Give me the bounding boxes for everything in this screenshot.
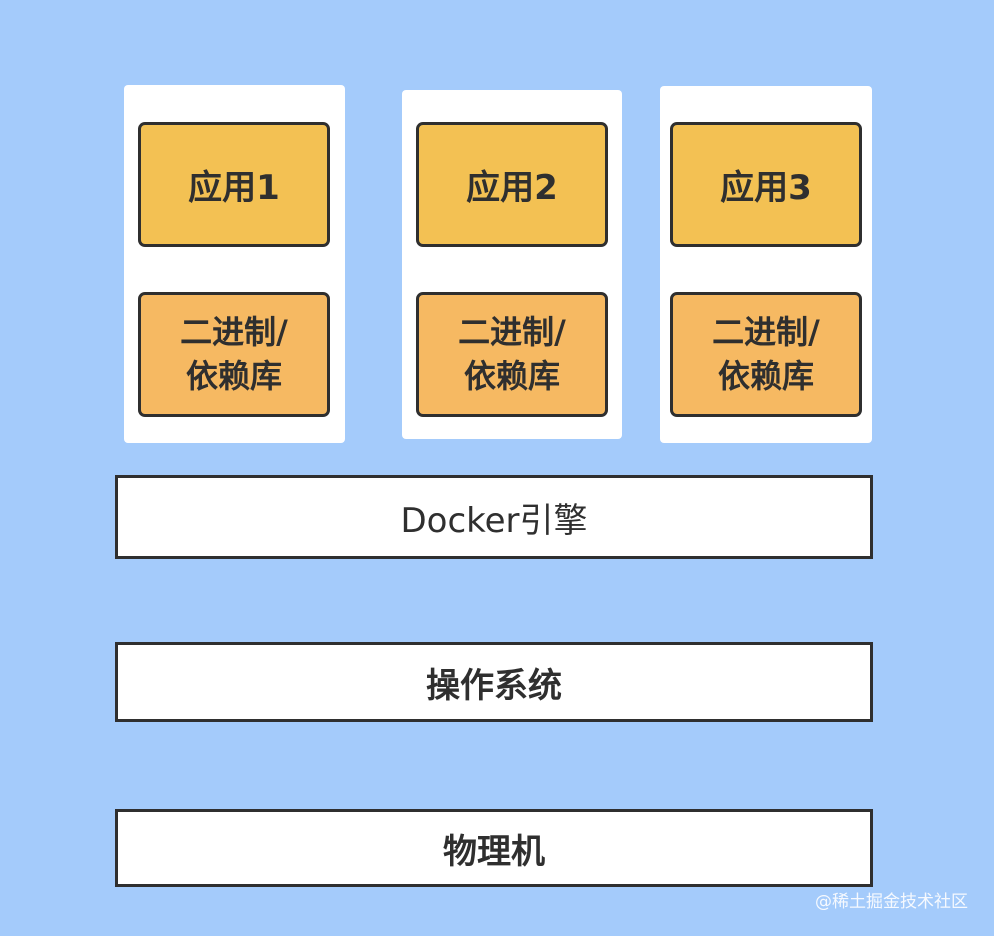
app-label-3: 应用3 [720,168,812,208]
lib-label-1-line2: 依赖库 [185,356,282,395]
watermark: @稀土掘金技术社区 [815,892,968,912]
lib-box-2: 二进制/ 依赖库 [416,292,608,417]
docker-engine-label: Docker引擎 [400,500,588,541]
app-label-1: 应用1 [188,168,280,208]
app-label-2: 应用2 [466,168,558,208]
lib-label-2-line2: 依赖库 [463,356,560,395]
lib-box-3: 二进制/ 依赖库 [670,292,862,417]
os-label: 操作系统 [426,665,562,706]
lib-box-1: 二进制/ 依赖库 [138,292,330,417]
lib-label-1-line1: 二进制/ [180,313,288,352]
app-box-1: 应用1 [138,122,330,247]
app-box-3: 应用3 [670,122,862,247]
lib-label-3-line1: 二进制/ [712,313,820,352]
hardware-layer: 物理机 [115,809,873,887]
lib-label-2-line1: 二进制/ [458,313,566,352]
hardware-label: 物理机 [443,831,545,872]
app-box-2: 应用2 [416,122,608,247]
docker-engine-layer: Docker引擎 [115,475,873,559]
lib-label-3-line2: 依赖库 [717,356,814,395]
os-layer: 操作系统 [115,642,873,722]
